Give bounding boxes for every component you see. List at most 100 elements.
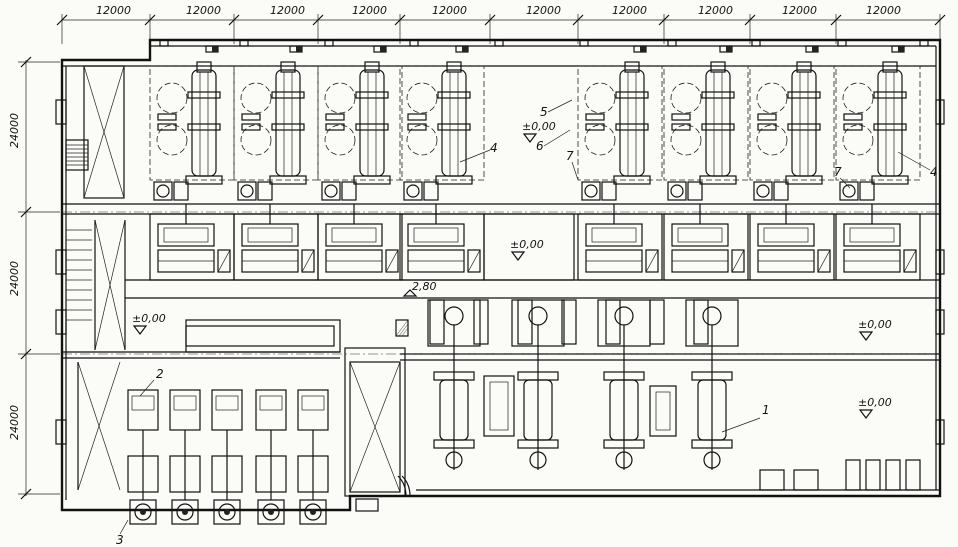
pump-top-circle	[702, 306, 722, 326]
side-cabinet-diag	[731, 249, 745, 273]
pump-flange	[517, 439, 559, 449]
cylinder-flange	[437, 123, 471, 131]
small-unit-panel	[259, 395, 283, 411]
valve-box	[667, 181, 687, 201]
level-marks: ±0,00 ±0,00 ±0,00 ±0,00 ±0,00 2,80	[132, 120, 892, 419]
cylinder-flange	[701, 123, 735, 131]
side-cabinet-diag	[645, 249, 659, 273]
side-cabinet	[217, 249, 231, 273]
left-service-strip	[65, 65, 126, 491]
callout-2: 2	[156, 367, 164, 381]
pit-cell	[561, 299, 577, 345]
spiral-case-circle	[756, 82, 788, 114]
bearing-block	[241, 113, 261, 121]
bearing-block	[843, 113, 863, 121]
small-unit-4	[255, 389, 287, 525]
top-dim-6: 12000	[526, 4, 561, 17]
valve-box	[153, 181, 173, 201]
governor-inner	[849, 227, 895, 243]
unit-bay	[399, 65, 485, 181]
switch-cabinet-1-inner	[489, 381, 509, 431]
pump-flange	[603, 439, 645, 449]
middle-unit-2	[233, 204, 319, 281]
spiral-case-circle	[406, 124, 438, 156]
pit-cell	[473, 299, 489, 345]
pump-base-circle	[529, 451, 547, 469]
spiral-case-circle	[670, 124, 702, 156]
governor-cabinet	[407, 223, 465, 247]
valve-circle	[156, 184, 170, 198]
cylinder-flange	[187, 123, 221, 131]
side-cabinet	[817, 249, 831, 273]
valve-box	[173, 181, 189, 201]
level-upper-middle: ±0,00	[522, 120, 556, 133]
small-unit-hub	[140, 509, 146, 515]
valve-circle	[584, 184, 598, 198]
top-dimension-chain: 12000 12000 12000 12000 12000 12000 1200…	[56, 4, 946, 44]
governor-cabinet	[325, 223, 383, 247]
wall-column-9	[919, 39, 929, 47]
wall-column-0	[159, 39, 169, 47]
left-dim-1: 24000	[8, 113, 21, 148]
valve-circle	[842, 184, 856, 198]
governor-inner	[413, 227, 459, 243]
turbine-unit-7	[749, 45, 835, 201]
small-unit-wheel	[262, 503, 280, 521]
dim-tick-5	[484, 14, 496, 26]
bearing-block	[843, 123, 863, 131]
dim-tick-4	[394, 14, 406, 26]
bearing-block	[157, 123, 177, 131]
callout-7b: 7	[834, 165, 842, 179]
pump-flange	[517, 371, 559, 381]
pit-cell	[605, 299, 621, 345]
pit-cell	[649, 299, 665, 345]
top-dim-2: 12000	[186, 4, 221, 17]
valve-box	[341, 181, 357, 201]
left-pilaster-0	[55, 99, 67, 125]
unit-bay	[317, 65, 403, 181]
governor-inner	[163, 227, 209, 243]
valve-box	[423, 181, 439, 201]
generator-cylinder	[191, 69, 217, 177]
middle-unit-8	[835, 204, 921, 281]
governor-inner	[591, 227, 637, 243]
side-cabinet	[731, 249, 745, 273]
wall-column-5	[579, 39, 589, 47]
flag-fill	[640, 46, 646, 52]
valve-box	[859, 181, 875, 201]
middle-unit-6	[663, 204, 749, 281]
generator-cylinder	[705, 69, 731, 177]
callouts: 5 6 7 7 4 4 1 2 3	[116, 99, 938, 547]
valve-circle	[406, 184, 420, 198]
flag-fill	[462, 46, 468, 52]
middle-unit-7	[749, 204, 835, 281]
flag-fill	[380, 46, 386, 52]
spiral-case-circle	[584, 82, 616, 114]
middle-bay	[749, 213, 835, 281]
right-pilaster-2	[935, 309, 945, 335]
dim-tick-9	[830, 14, 842, 26]
dim-tick-10	[934, 14, 946, 26]
dim-tick-8	[744, 14, 756, 26]
cylinder-base	[435, 175, 473, 185]
small-unit-body	[255, 455, 287, 493]
cylinder-flange	[787, 91, 821, 99]
small-unit-panel	[131, 395, 155, 411]
spiral-case-circle	[324, 124, 356, 156]
small-unit-5	[297, 389, 329, 525]
cylinder-flange	[615, 91, 649, 99]
bearing-block	[585, 113, 605, 121]
wall-column-1	[239, 39, 249, 47]
cylinder-flange	[271, 123, 305, 131]
small-unit-foot	[257, 499, 285, 525]
top-dim-4: 12000	[352, 4, 387, 17]
bearing-block	[157, 113, 177, 121]
top-dim-1: 12000	[96, 4, 131, 17]
governor-inner	[331, 227, 377, 243]
cylinder-cap	[446, 61, 462, 73]
small-unit-panel	[301, 395, 325, 411]
governor-cabinet	[757, 223, 815, 247]
bearing-block	[757, 123, 777, 131]
unit-bay	[835, 65, 921, 181]
governor-cabinet	[671, 223, 729, 247]
